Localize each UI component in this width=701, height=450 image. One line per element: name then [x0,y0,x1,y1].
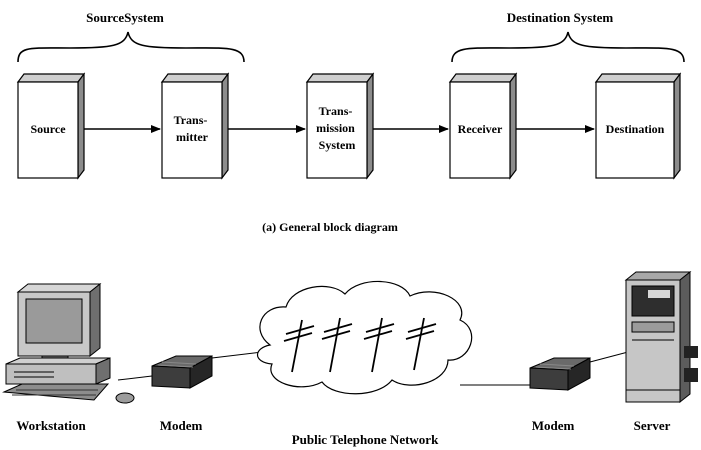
workstation-label: Workstation [16,418,86,433]
workstation-icon [2,282,135,404]
block-source-label: Source [30,122,66,136]
block-receiver: Receiver [448,72,518,180]
modem-left-label: Modem [160,418,203,433]
block-destination: Destination [594,72,682,180]
server-icon [624,270,698,404]
public-telephone-network-cloud [256,280,473,395]
public-telephone-network-label: Public Telephone Network [292,432,439,447]
block-transmitter-label: Trans- mitter [174,113,211,144]
block-transmitter: Trans- mitter [160,72,230,180]
modem-left-icon [151,355,213,389]
block-transmission-system: Trans- mission System [305,72,375,180]
link-modem-server [589,351,629,363]
source-system-label: SourceSystem [86,10,164,25]
destination-system-label: Destination System [507,10,614,25]
server-label: Server [634,418,671,433]
block-diagram-caption: (a) General block diagram [262,220,398,234]
destination-system-brace [451,31,685,63]
block-source: Source [16,72,86,180]
block-destination-label: Destination [606,122,665,136]
modem-right-icon [529,357,591,391]
block-transmission-system-label: Trans- mission System [316,104,358,152]
source-system-brace [17,31,245,63]
modem-right-label: Modem [532,418,575,433]
link-workstation-modem [117,375,153,381]
link-modem-network [211,351,263,359]
block-receiver-label: Receiver [458,122,503,136]
